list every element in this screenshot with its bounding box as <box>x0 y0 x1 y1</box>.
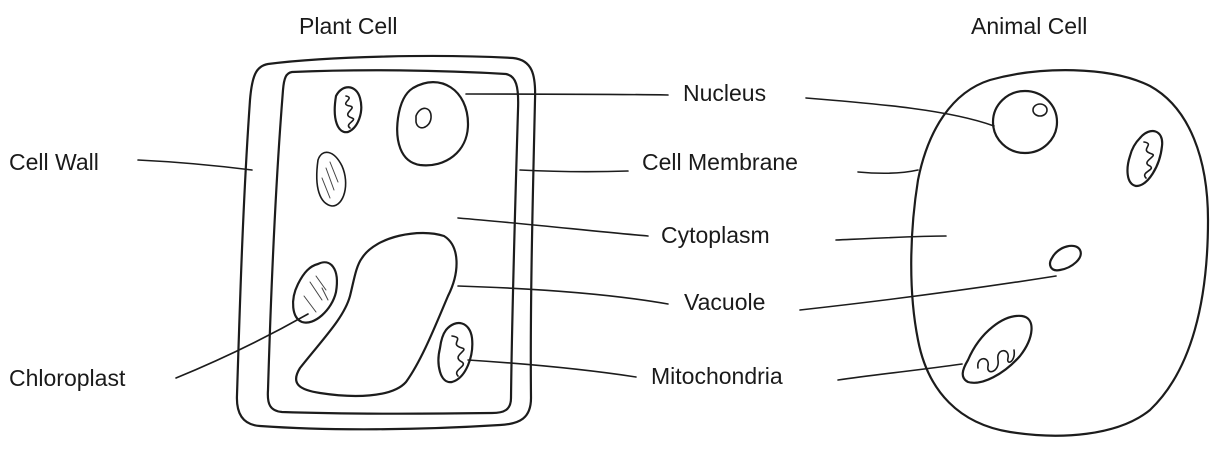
leader-chloroplast <box>176 314 308 378</box>
plant-nucleolus <box>416 108 431 127</box>
leader-mitochondria-animal <box>838 364 962 380</box>
plant-cell-title: Plant Cell <box>299 13 397 39</box>
label-vacuole: Vacuole <box>684 289 765 315</box>
animal-cell-title: Animal Cell <box>971 13 1087 39</box>
leader-cell-wall <box>138 160 252 170</box>
leader-cytoplasm-animal <box>836 236 946 240</box>
label-chloroplast: Chloroplast <box>9 365 126 391</box>
leader-vacuole-animal <box>800 276 1056 310</box>
label-nucleus: Nucleus <box>683 80 766 106</box>
leader-mitochondria-plant <box>468 360 636 377</box>
animal-mitochondria <box>963 316 1032 383</box>
plant-cell <box>237 56 535 429</box>
leader-nucleus-animal <box>806 98 994 126</box>
label-cytoplasm: Cytoplasm <box>661 222 770 248</box>
leader-membrane-animal <box>858 170 918 173</box>
plant-nucleus <box>397 82 468 165</box>
leader-vacuole-plant <box>458 286 668 304</box>
label-cell-wall: Cell Wall <box>9 149 99 175</box>
plant-vacuole <box>296 233 456 396</box>
animal-cell <box>911 70 1208 436</box>
label-mitochondria: Mitochondria <box>651 363 783 389</box>
plant-mitochondria <box>439 323 473 382</box>
animal-nucleolus <box>1033 104 1047 116</box>
animal-cell-membrane <box>911 70 1208 436</box>
leader-cytoplasm-plant <box>458 218 648 236</box>
plant-chloroplast-upper <box>317 152 346 206</box>
leader-nucleus-plant <box>466 94 668 95</box>
plant-chloroplast <box>293 262 337 322</box>
leader-membrane-plant <box>520 170 628 172</box>
label-cell-membrane: Cell Membrane <box>642 149 798 175</box>
animal-nucleus <box>993 91 1057 153</box>
animal-vacuole <box>1050 246 1081 270</box>
